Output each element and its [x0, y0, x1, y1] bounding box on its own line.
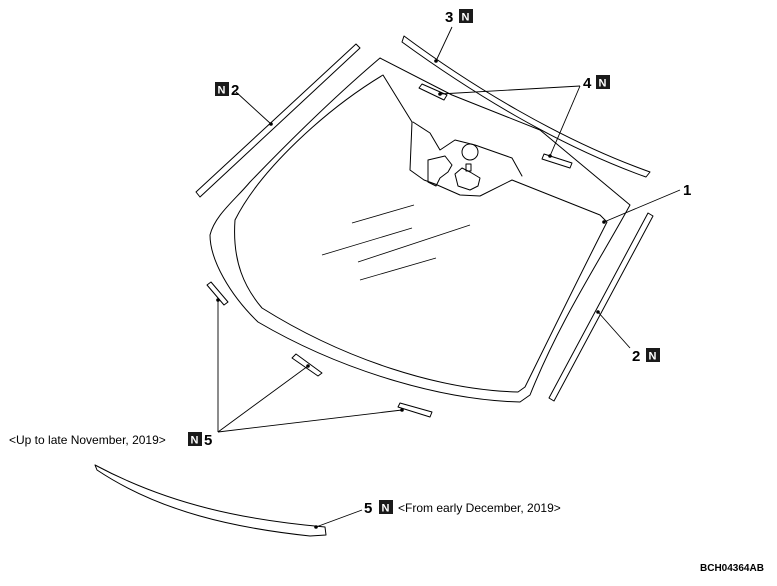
- callout-labels: 1 N 2 2 N 3 N 4 N <Up to late November, …: [9, 9, 764, 574]
- sensor-clip: [465, 163, 472, 172]
- callout-2-right: 2: [632, 348, 640, 365]
- callout-5-lower: 5: [364, 500, 372, 517]
- leader-lines: [216, 26, 681, 529]
- clip-4-left: [418, 83, 448, 101]
- new-badge: [188, 432, 202, 446]
- new-badge: [596, 75, 610, 89]
- mirror-bracket-area: [412, 121, 523, 177]
- leader-2-left: [235, 91, 272, 125]
- note-from: <From early December, 2019>: [398, 501, 561, 515]
- callout-2-left: 2: [231, 82, 239, 99]
- note-up-to: <Up to late November, 2019>: [9, 433, 166, 447]
- glass-reflection-1: [351, 204, 415, 224]
- clips-part4: [418, 83, 573, 169]
- glass-reflection-2: [321, 227, 413, 256]
- side-moulding-left: [195, 43, 361, 198]
- camera-bracket: [454, 167, 481, 191]
- glass-reflection-3: [357, 224, 471, 263]
- leader-5-lower: [315, 509, 363, 528]
- leader-2-right: [597, 311, 631, 349]
- new-badge-letter: N: [191, 435, 199, 447]
- callout-5-upper: 5: [204, 432, 212, 449]
- upper-moulding: [401, 35, 651, 178]
- leader-3: [435, 26, 453, 62]
- callout-1: 1: [683, 182, 691, 199]
- leader-4-b: [549, 85, 581, 157]
- new-badge-letter: N: [218, 85, 226, 97]
- callout-3: 3: [445, 9, 453, 26]
- glass-reflection-4: [359, 257, 437, 281]
- spacers-part5: [206, 281, 433, 418]
- leader-5-c: [217, 409, 403, 433]
- lower-moulding: [94, 464, 327, 537]
- side-moulding-right: [548, 212, 654, 402]
- new-badge: [646, 348, 660, 362]
- new-badge: [379, 500, 393, 514]
- leader-1: [603, 189, 681, 223]
- new-badge-letter: N: [599, 78, 607, 90]
- sensor-housing: [427, 155, 453, 187]
- windshield-outer-edge: [209, 57, 631, 403]
- new-badge-letter: N: [649, 351, 657, 363]
- new-badge: [215, 82, 229, 96]
- new-badge-letter: N: [382, 503, 390, 515]
- spacer-5-c: [397, 402, 433, 418]
- new-badge: [459, 9, 473, 23]
- new-badge-letter: N: [462, 12, 470, 24]
- figure-code: BCH04364AB: [700, 563, 764, 574]
- callout-4: 4: [583, 75, 592, 92]
- leader-5-b: [217, 365, 309, 433]
- leader-4-a: [439, 85, 581, 95]
- clip-4-right: [541, 153, 573, 169]
- spacer-5-b: [291, 353, 323, 377]
- rain-sensor: [461, 143, 479, 161]
- windshield-glass: [209, 57, 631, 403]
- windshield-inner-border: [234, 74, 608, 393]
